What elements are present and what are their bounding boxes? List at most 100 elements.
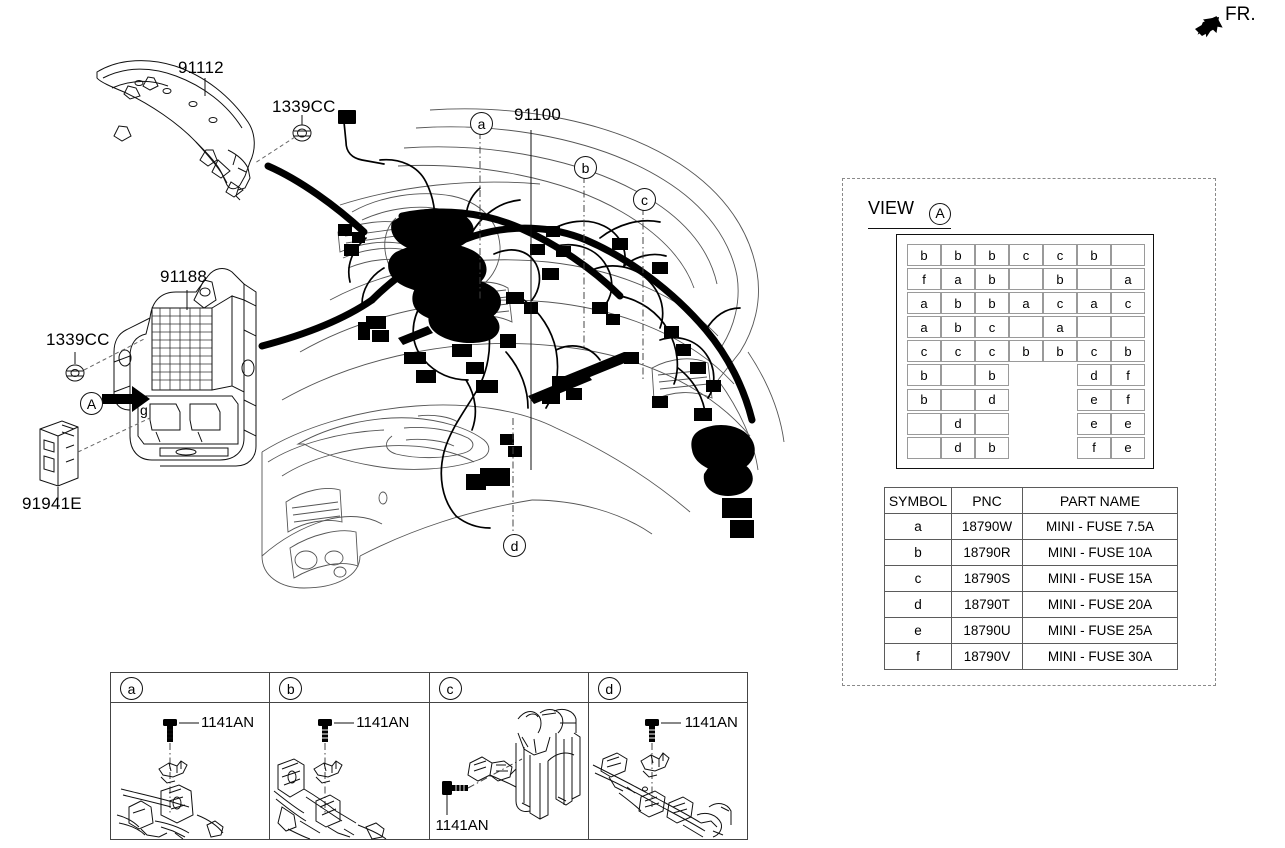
fuse-slot: a [907, 316, 941, 339]
fuse-slot: c [941, 340, 975, 363]
part-label-91941e: 91941E [22, 494, 82, 513]
clip-bracket-a [158, 760, 188, 784]
fuse-slot: f [1111, 388, 1145, 411]
fuse-slot: b [975, 268, 1009, 291]
fuse-slot: d [975, 388, 1009, 411]
detail-panel-c-header: c [429, 673, 588, 703]
fuse-slot: a [1077, 292, 1111, 315]
cell-symbol: a [884, 513, 952, 540]
fuse-slot: b [1043, 268, 1077, 291]
fuse-slot: b [975, 292, 1009, 315]
detail-panel-c-body: 1141AN [430, 703, 588, 840]
fuse-slot: c [1043, 292, 1077, 315]
detail-b-fastener-label: 1141AN [356, 714, 410, 731]
cell-symbol: e [884, 617, 952, 644]
fuse-slot: e [1077, 388, 1111, 411]
fuse-slot [1111, 244, 1145, 266]
cell-part-name: MINI - FUSE 10A [1022, 539, 1178, 566]
view-a-arrow-letter: A [80, 392, 103, 415]
cell-part-name: MINI - FUSE 15A [1022, 565, 1178, 592]
fuse-slot: b [975, 244, 1009, 266]
arrow-up-right-icon [1195, 16, 1223, 38]
callout-marker-d: d [503, 534, 526, 557]
harness-connectors [338, 110, 754, 538]
clip-bracket-d [640, 752, 670, 778]
fuse-slot: d [1077, 364, 1111, 387]
part-label-1339cc-top: 1339CC [272, 97, 336, 116]
fuse-slot: f [1077, 436, 1111, 459]
header-pnc: PNC [951, 487, 1023, 514]
dashboard-outline [261, 108, 785, 589]
bracket-assembly-a [116, 784, 224, 840]
detail-panel-a-header: a [111, 673, 270, 703]
fuse-slot: c [907, 340, 941, 363]
detail-panel-a: a [111, 673, 271, 840]
header-part-name: PART NAME [1022, 487, 1178, 514]
fuse-slot: a [1009, 292, 1043, 315]
cell-pnc: 18790S [951, 565, 1023, 592]
fuse-slot: b [907, 244, 941, 266]
detail-callout-c: c [438, 677, 462, 700]
detail-panels-strip: a [110, 672, 748, 840]
callout-marker-b: b [574, 156, 597, 179]
detail-panel-d-body: 1141AN [589, 703, 747, 840]
fuse-slot [1111, 316, 1145, 339]
fuse-slot [1077, 268, 1111, 291]
bolt-1141an-c [441, 781, 468, 795]
fuse-slot: a [941, 268, 975, 291]
fuse-slot: e [1111, 436, 1145, 459]
fuse-slot: f [907, 268, 941, 291]
cell-part-name: MINI - FUSE 20A [1022, 591, 1178, 618]
view-a-direction-arrow [102, 386, 150, 412]
fuse-slot [1077, 316, 1111, 339]
fuse-slot: c [1009, 244, 1043, 266]
fuse-slot [975, 412, 1009, 435]
detail-panel-d: d [588, 673, 747, 840]
main-harness-trunk [258, 162, 376, 350]
part-91188-junction-box [113, 268, 257, 467]
fuse-slot: f [1111, 364, 1145, 387]
fuse-slot: a [907, 292, 941, 315]
part-91112-garnish [96, 60, 255, 201]
detail-b-illustration [273, 719, 387, 840]
detail-panel-b: b [270, 673, 430, 840]
fuse-slot: b [941, 244, 975, 266]
clip-bracket-b [313, 760, 343, 784]
cell-pnc: 18790W [951, 513, 1023, 540]
bracket-assembly-d [592, 752, 732, 838]
wiring-harness-91100 [343, 121, 756, 529]
cell-pnc: 18790T [951, 591, 1023, 618]
cell-symbol: c [884, 565, 952, 592]
part-label-1339cc-left: 1339CC [46, 330, 110, 349]
fuse-slot: a [1043, 316, 1077, 339]
fuse-slot: e [1111, 412, 1145, 435]
detail-c-illustration [441, 708, 580, 820]
detail-a-fastener-label: 1141AN [201, 714, 255, 731]
detail-panel-b-header: b [270, 673, 429, 703]
bolt-1141an-b [318, 719, 333, 742]
cell-pnc: 18790R [951, 539, 1023, 566]
fuse-slot [1009, 316, 1043, 339]
fuse-slot: d [941, 412, 975, 435]
cell-part-name: MINI - FUSE 30A [1022, 643, 1178, 670]
callout-marker-a: a [470, 112, 493, 135]
detail-panel-c: c [429, 673, 589, 840]
callout-marker-c: c [633, 188, 656, 211]
detail-c-fastener-label: 1141AN [435, 817, 489, 834]
fuse-slot: b [907, 388, 941, 411]
fr-label: FR. [1225, 4, 1256, 25]
detail-callout-d: d [597, 677, 621, 700]
cell-symbol: f [884, 643, 952, 670]
